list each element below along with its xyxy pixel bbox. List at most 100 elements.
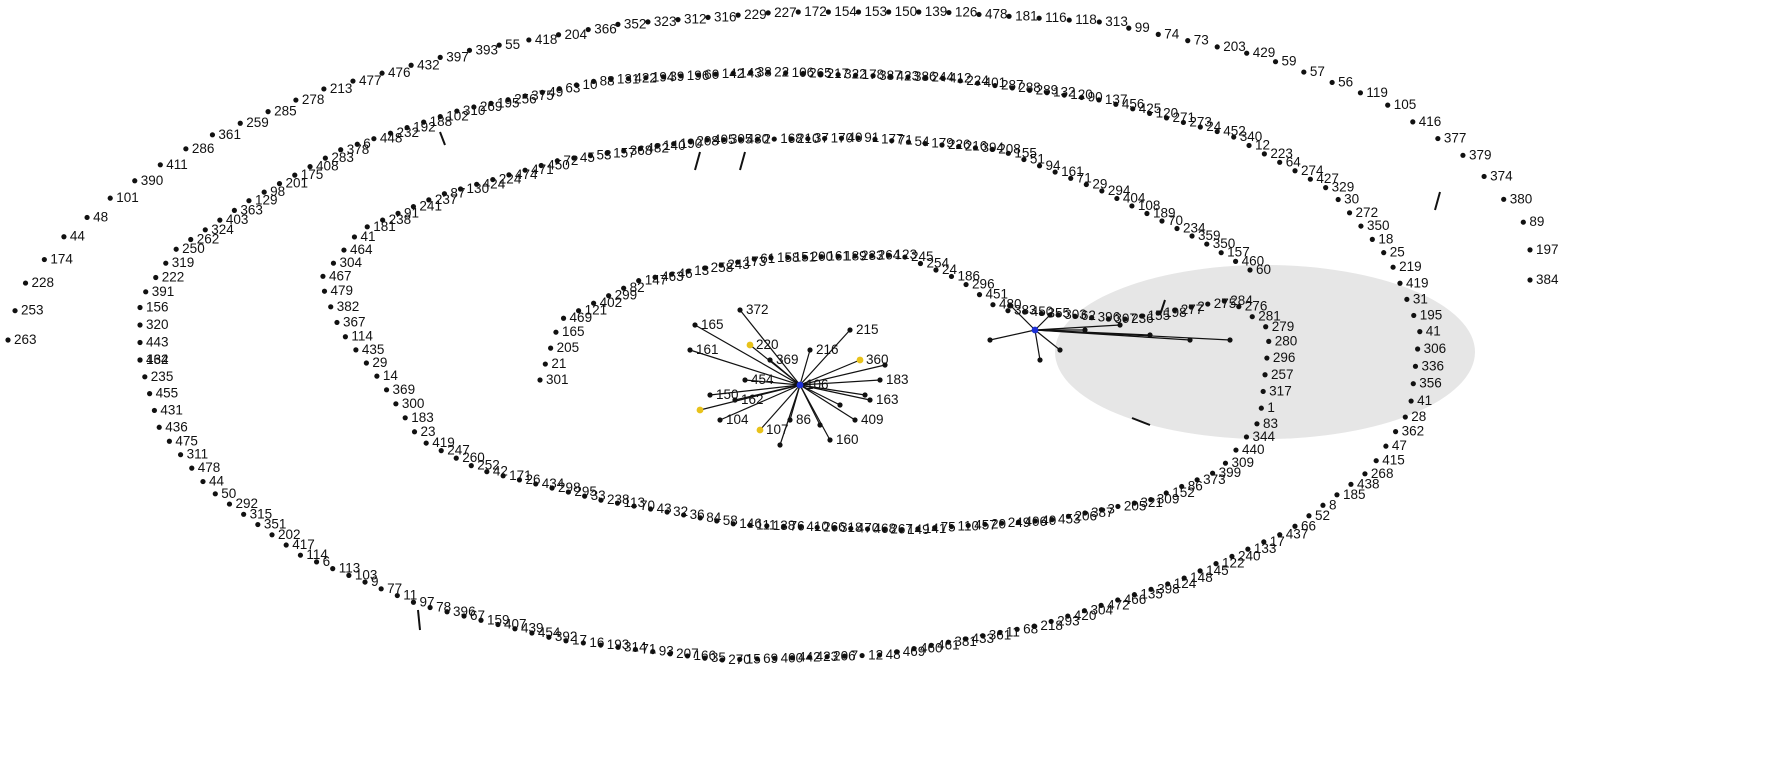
node-label: 99 [1135,20,1150,35]
node-label: 396 [453,604,476,619]
node-label: 168 [780,131,803,146]
node-label: 309 [1231,455,1254,470]
graph-edge [689,349,801,386]
graph-node [587,153,594,159]
node-label: 253 [21,303,44,318]
node-label: 469 [903,644,926,659]
node-label: 11 [403,588,417,603]
graph-node [696,406,704,414]
graph-edge [759,384,801,431]
graph-node [1081,608,1088,614]
node-label: 73 [1194,33,1209,48]
node-label: 243 [727,257,750,272]
pointer-arrow [1159,299,1166,316]
graph-node [746,341,754,349]
graph-node [495,621,501,628]
graph-node [1130,106,1136,112]
graph-node [632,646,639,653]
node-label: 173 [744,254,767,269]
graph-node [1460,152,1466,158]
node-label: 16 [589,635,604,650]
node-label: 208 [998,141,1021,156]
graph-node [621,148,627,154]
graph-node [1383,443,1389,449]
graph-node [764,523,770,529]
node-label: 380 [1510,191,1533,206]
node-label: 369 [776,352,799,367]
graph-edge [799,329,851,386]
graph-node [560,315,567,321]
node-label: 1 [1267,400,1275,415]
graph-node [767,357,773,363]
graph-node [946,9,952,16]
node-label: 476 [388,65,411,80]
node-label: 156 [146,300,169,315]
graph-node [1412,363,1419,369]
graph-node [898,527,904,533]
node-label: 63 [565,81,580,96]
node-label: 468 [874,521,897,536]
graph-edge [799,349,811,386]
graph-node [265,109,271,115]
graph-node [718,262,724,268]
graph-node [404,125,410,131]
graph-node [423,440,429,446]
graph-node [533,481,539,487]
graph-node [137,322,143,328]
node-label: 203 [1223,39,1246,54]
node-label: 71 [1077,170,1092,185]
graph-node [652,274,658,280]
graph-node [735,259,741,265]
graph-node [466,47,473,53]
graph-node [1408,398,1414,404]
graph-node [702,655,708,661]
graph-node [1038,310,1045,317]
node-label: 146 [739,516,762,531]
node-label: 461 [937,637,960,652]
graph-node [41,256,47,263]
graph-node [1032,518,1038,524]
graph-node [1015,519,1022,525]
graph-node [704,137,710,143]
node-label: 165 [562,324,585,339]
graph-node [975,80,981,86]
graph-node [157,162,163,168]
graph-node [1114,195,1120,202]
graph-node [84,214,90,221]
graph-node [654,143,660,149]
graph-node [780,523,787,529]
graph-node [1022,309,1028,315]
graph-node [1520,219,1526,225]
node-label: 30 [1344,192,1359,207]
node-label: 119 [1366,85,1388,100]
node-label: 257 [1271,367,1294,382]
graph-node [209,132,216,138]
node-label: 454 [538,625,561,640]
node-label: 166 [693,648,716,663]
node-label: 47 [1392,438,1407,453]
node-label: 359 [1198,228,1221,243]
graph-node [707,392,713,398]
graph-node [1292,168,1298,174]
graph-node [342,334,348,340]
graph-node [738,136,744,143]
graph-node [1249,314,1255,320]
node-label: 386 [914,69,937,84]
graph-node [1131,592,1138,598]
node-label: 405 [713,132,736,147]
node-label: 104 [726,412,749,427]
graph-node [1189,233,1195,239]
graph-node [831,525,837,531]
graph-node [615,21,621,27]
node-label: 240 [1238,548,1261,563]
graph-node [1155,31,1161,37]
node-label: 157 [1227,245,1250,260]
node-label: 427 [1316,171,1339,186]
node-label: 437 [1286,527,1309,542]
node-label: 430 [747,131,770,146]
node-label: 460 [1242,253,1265,268]
node-label: 98 [270,184,285,199]
graph-node [972,145,979,151]
node-label: 181 [1015,8,1038,23]
